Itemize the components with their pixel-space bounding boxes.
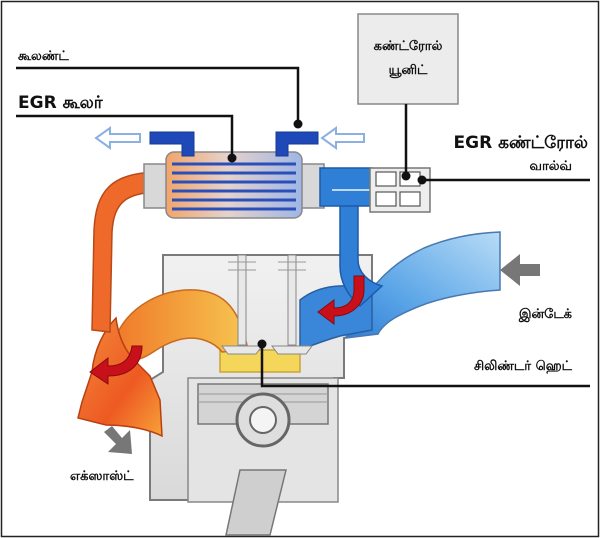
exhaust-manifold [77,316,163,438]
label-egr-valve-line2: வால்வ் [530,159,572,174]
engine-valves [221,254,313,355]
exhaust-arrow-icon [104,426,132,454]
flow-arrow-intake-icon [317,275,365,325]
arrow-outline-right [320,126,365,150]
control-unit-box [357,13,459,105]
arrow-outline-left [94,126,141,150]
leader-lines [16,66,590,388]
label-egr-cooler: EGR கூலர் [18,93,104,113]
egr-cool-pipe [339,199,384,307]
flow-arrow-exhaust-icon [89,345,143,385]
intake-arrow-icon [500,254,540,286]
coolant-inlet-tube [275,131,319,157]
coolant-outlet-tube [149,131,195,157]
intake-manifold [344,231,501,339]
leader-dots [227,119,427,349]
leader-coolant [16,66,300,124]
label-cylinder-head: சிலிண்டர் ஹெட் [474,359,573,374]
leader-cylinder-head [260,344,590,388]
label-egr-valve-line1: EGR கண்ட்ரோல் [454,133,588,153]
combustion-chamber [219,349,301,373]
coolant-flow-arrows [94,126,365,150]
label-control-unit-line2: யூனிட் [389,63,428,78]
label-control-unit-line1: கண்ட்ரோல் [374,39,443,54]
label-coolant: கூலண்ட் [18,49,69,64]
label-exhaust: எக்ஸாஸ்ட் [70,469,134,484]
leader-egr-cooler [16,114,234,158]
egr-cooler [143,151,325,219]
egr-control-valve [319,167,431,213]
egr-hot-pipe [91,171,163,333]
label-intake: இன்டேக் [518,307,573,322]
